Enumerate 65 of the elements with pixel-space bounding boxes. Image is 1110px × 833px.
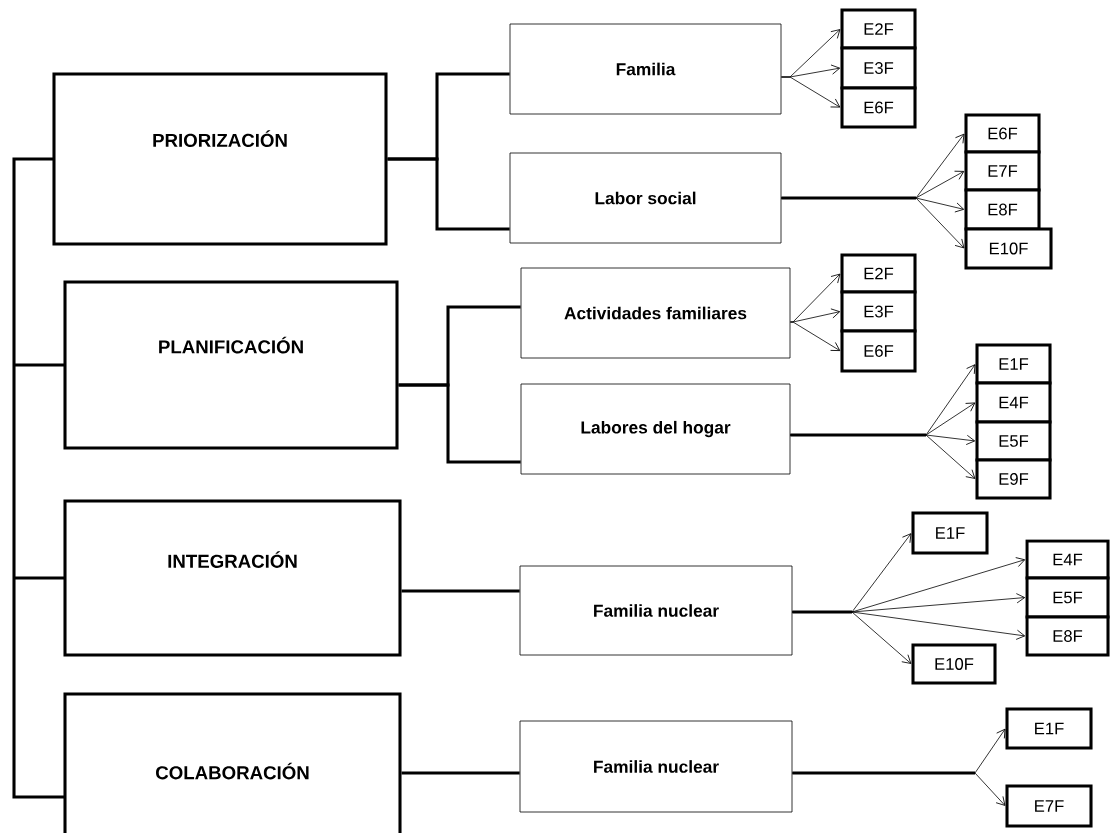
box-label: COLABORACIÓN [156, 762, 309, 780]
box-label: Familia nuclear [594, 760, 719, 773]
connector-line [398, 383, 521, 464]
connector-line [401, 771, 520, 775]
connector-line [387, 157, 510, 231]
box-label: E10F [935, 658, 974, 670]
box-label: E1F [1035, 722, 1064, 735]
box-label: E3F [864, 305, 894, 318]
box-label: E5F [999, 435, 1029, 447]
box-label: Familia [616, 62, 676, 76]
box-label: E6F [864, 345, 894, 357]
connector-line [401, 589, 520, 593]
box-label: E1F [999, 358, 1029, 370]
subcategory-box [519, 565, 793, 656]
arrow [790, 434, 976, 479]
box-label: E4F [1053, 553, 1083, 566]
box-label: INTEGRACIÓN [168, 551, 297, 568]
code-box [975, 458, 1052, 500]
box-label: E2F [864, 23, 894, 35]
box-label: E8F [988, 203, 1018, 216]
box-label: E6F [988, 127, 1018, 140]
subcategory-box [520, 383, 791, 475]
arrow [790, 321, 841, 351]
code-box [911, 643, 997, 685]
code-box [1005, 707, 1093, 750]
code-box [964, 227, 1053, 270]
box-label: E3F [864, 62, 894, 74]
box-label: Labor social [595, 191, 696, 205]
box-label: E7F [1035, 800, 1064, 812]
box-label: PRIORIZACIÓN [153, 130, 287, 147]
category-box [63, 692, 402, 833]
connector-trunk [792, 771, 975, 775]
box-label: E1F [936, 527, 965, 539]
box-label: E7F [988, 165, 1018, 177]
box-label: PLANIFICACIÓN [159, 336, 303, 354]
box-label: E8F [1053, 630, 1083, 642]
code-box [840, 329, 917, 373]
subcategory-box [509, 23, 782, 115]
subcategory-box [519, 720, 793, 813]
box-label: E4F [999, 396, 1029, 409]
arrow [792, 611, 912, 664]
box-label: E5F [1053, 591, 1083, 604]
connector-trunk [790, 433, 926, 437]
category-box [63, 280, 399, 450]
arrow [781, 76, 841, 108]
code-box [840, 86, 917, 129]
box-label: E9F [999, 473, 1029, 485]
arrow [790, 308, 841, 323]
box-label: E6F [864, 101, 894, 114]
subcategory-box [520, 267, 791, 359]
box-label: E2F [864, 267, 894, 280]
arrow [781, 197, 965, 249]
box-label: E10F [989, 242, 1028, 255]
code-box [1025, 615, 1110, 657]
code-box [1005, 784, 1093, 828]
category-box [52, 72, 388, 246]
code-box [911, 511, 989, 555]
category-box [63, 499, 402, 657]
box-label: Labores del hogar [581, 420, 731, 438]
box-label: Actividades familiares [564, 306, 747, 320]
connector-trunk [781, 196, 916, 200]
connector-trunk [792, 610, 852, 614]
arrow [792, 772, 1006, 806]
box-label: Familia nuclear [594, 604, 719, 617]
subcategory-box [509, 152, 782, 244]
